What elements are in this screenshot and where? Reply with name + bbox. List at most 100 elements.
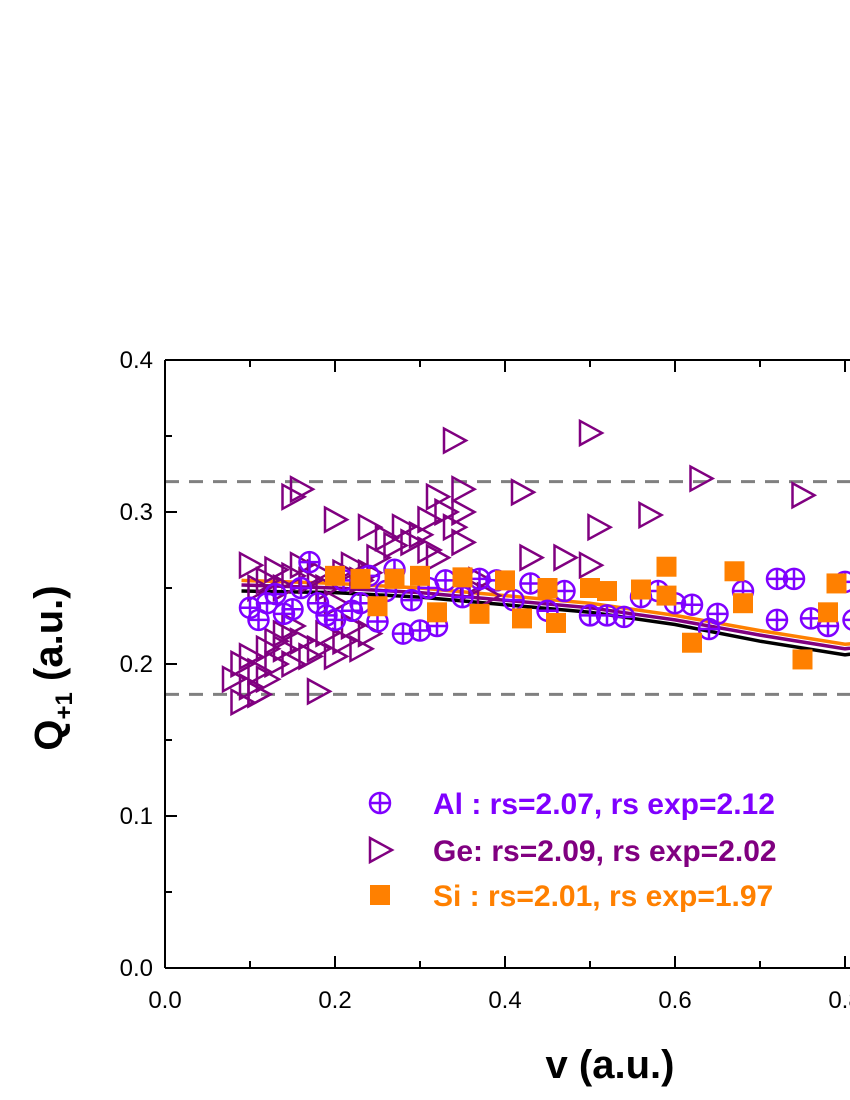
data-point: [765, 608, 789, 632]
data-point: [332, 627, 359, 656]
x-tick-label: 0.6: [658, 987, 691, 1014]
data-point: [595, 604, 619, 627]
legend-marker: [368, 791, 392, 815]
data-point: [298, 550, 321, 574]
data-point: [400, 588, 423, 612]
data-point: [349, 634, 376, 663]
y-axis-title-subscript: +1: [51, 692, 78, 719]
data-point: [451, 528, 478, 557]
data-point: [842, 609, 850, 631]
data-point: [323, 505, 350, 534]
data-point: [408, 619, 432, 642]
data-point: [417, 505, 444, 534]
data-point: [451, 475, 478, 504]
data-point: [656, 556, 677, 577]
data-point: [442, 426, 469, 455]
data-point: [519, 543, 546, 572]
data-point: [289, 475, 316, 504]
data-point: [367, 596, 388, 617]
x-axis-title: v (a.u.): [546, 1043, 675, 1087]
data-point: [384, 568, 405, 589]
data-point: [247, 680, 274, 709]
data-point: [656, 585, 677, 606]
data-point: [230, 649, 257, 679]
data-point: [425, 482, 452, 511]
data-point: [782, 567, 806, 591]
data-point: [537, 578, 558, 598]
data-point: [400, 528, 427, 557]
data-point: [553, 543, 580, 572]
data-point: [221, 665, 248, 694]
legend-label: Al : rs=2.07, rs exp=2.12: [433, 788, 775, 821]
data-point: [638, 500, 665, 530]
data-point: [452, 567, 473, 588]
series-2: [325, 556, 847, 670]
data-point: [434, 497, 461, 527]
data-point: [272, 634, 299, 663]
x-tick-label: 0.4: [488, 987, 521, 1014]
legend-marker: [370, 885, 390, 905]
data-point: [546, 612, 566, 633]
data-point: [680, 593, 704, 616]
data-point: [689, 464, 716, 493]
data-point: [264, 555, 291, 584]
data-point: [502, 588, 525, 612]
data-point: [391, 513, 418, 542]
data-point: [510, 478, 537, 507]
data-point: [383, 531, 410, 560]
data-point: [323, 608, 347, 632]
data-point: [580, 578, 600, 598]
legend-marker: [368, 835, 395, 865]
data-point: [792, 649, 813, 670]
x-tick-label: 0.8: [828, 987, 850, 1014]
data-point: [512, 608, 532, 629]
legend-label: Ge: rs=2.09, rs exp=2.02: [433, 835, 777, 868]
data-point: [281, 482, 308, 511]
data-point: [374, 523, 401, 552]
data-point: [442, 513, 469, 542]
data-point: [578, 418, 605, 448]
data-point: [587, 513, 614, 542]
data-point: [238, 551, 265, 580]
y-tick-label: 0.1: [120, 803, 153, 830]
data-point: [612, 605, 636, 629]
data-point: [298, 642, 325, 671]
data-point: [289, 576, 313, 600]
data-point: [425, 543, 452, 572]
data-point: [255, 665, 282, 694]
data-point: [410, 565, 430, 586]
data-markers: [221, 418, 850, 717]
data-point: [272, 619, 299, 648]
data-point: [818, 602, 838, 623]
data-point: [578, 551, 605, 580]
data-point: [289, 551, 316, 580]
data-point: [476, 581, 503, 610]
data-point: [427, 602, 447, 623]
data-point: [724, 561, 745, 582]
x-tick-label: 0.2: [318, 987, 351, 1014]
data-point: [264, 582, 287, 606]
data-point: [230, 687, 257, 717]
data-point: [281, 649, 308, 679]
data-point: [289, 627, 316, 656]
data-point: [238, 672, 265, 701]
data-point: [238, 642, 265, 671]
data-point: [469, 603, 490, 624]
data-point: [281, 598, 304, 621]
data-point: [323, 642, 350, 671]
data-point: [264, 649, 291, 679]
data-point: [733, 593, 753, 614]
data-point: [350, 568, 371, 589]
data-point: [255, 634, 282, 663]
data-point: [306, 634, 333, 663]
y-tick-label: 0.4: [120, 347, 153, 374]
data-point: [495, 570, 515, 591]
data-point: [408, 520, 435, 549]
data-point: [597, 581, 617, 602]
data-point: [826, 573, 847, 594]
data-point: [247, 657, 274, 686]
data-point: [682, 632, 702, 653]
data-point: [325, 565, 345, 586]
data-point: [631, 579, 651, 600]
